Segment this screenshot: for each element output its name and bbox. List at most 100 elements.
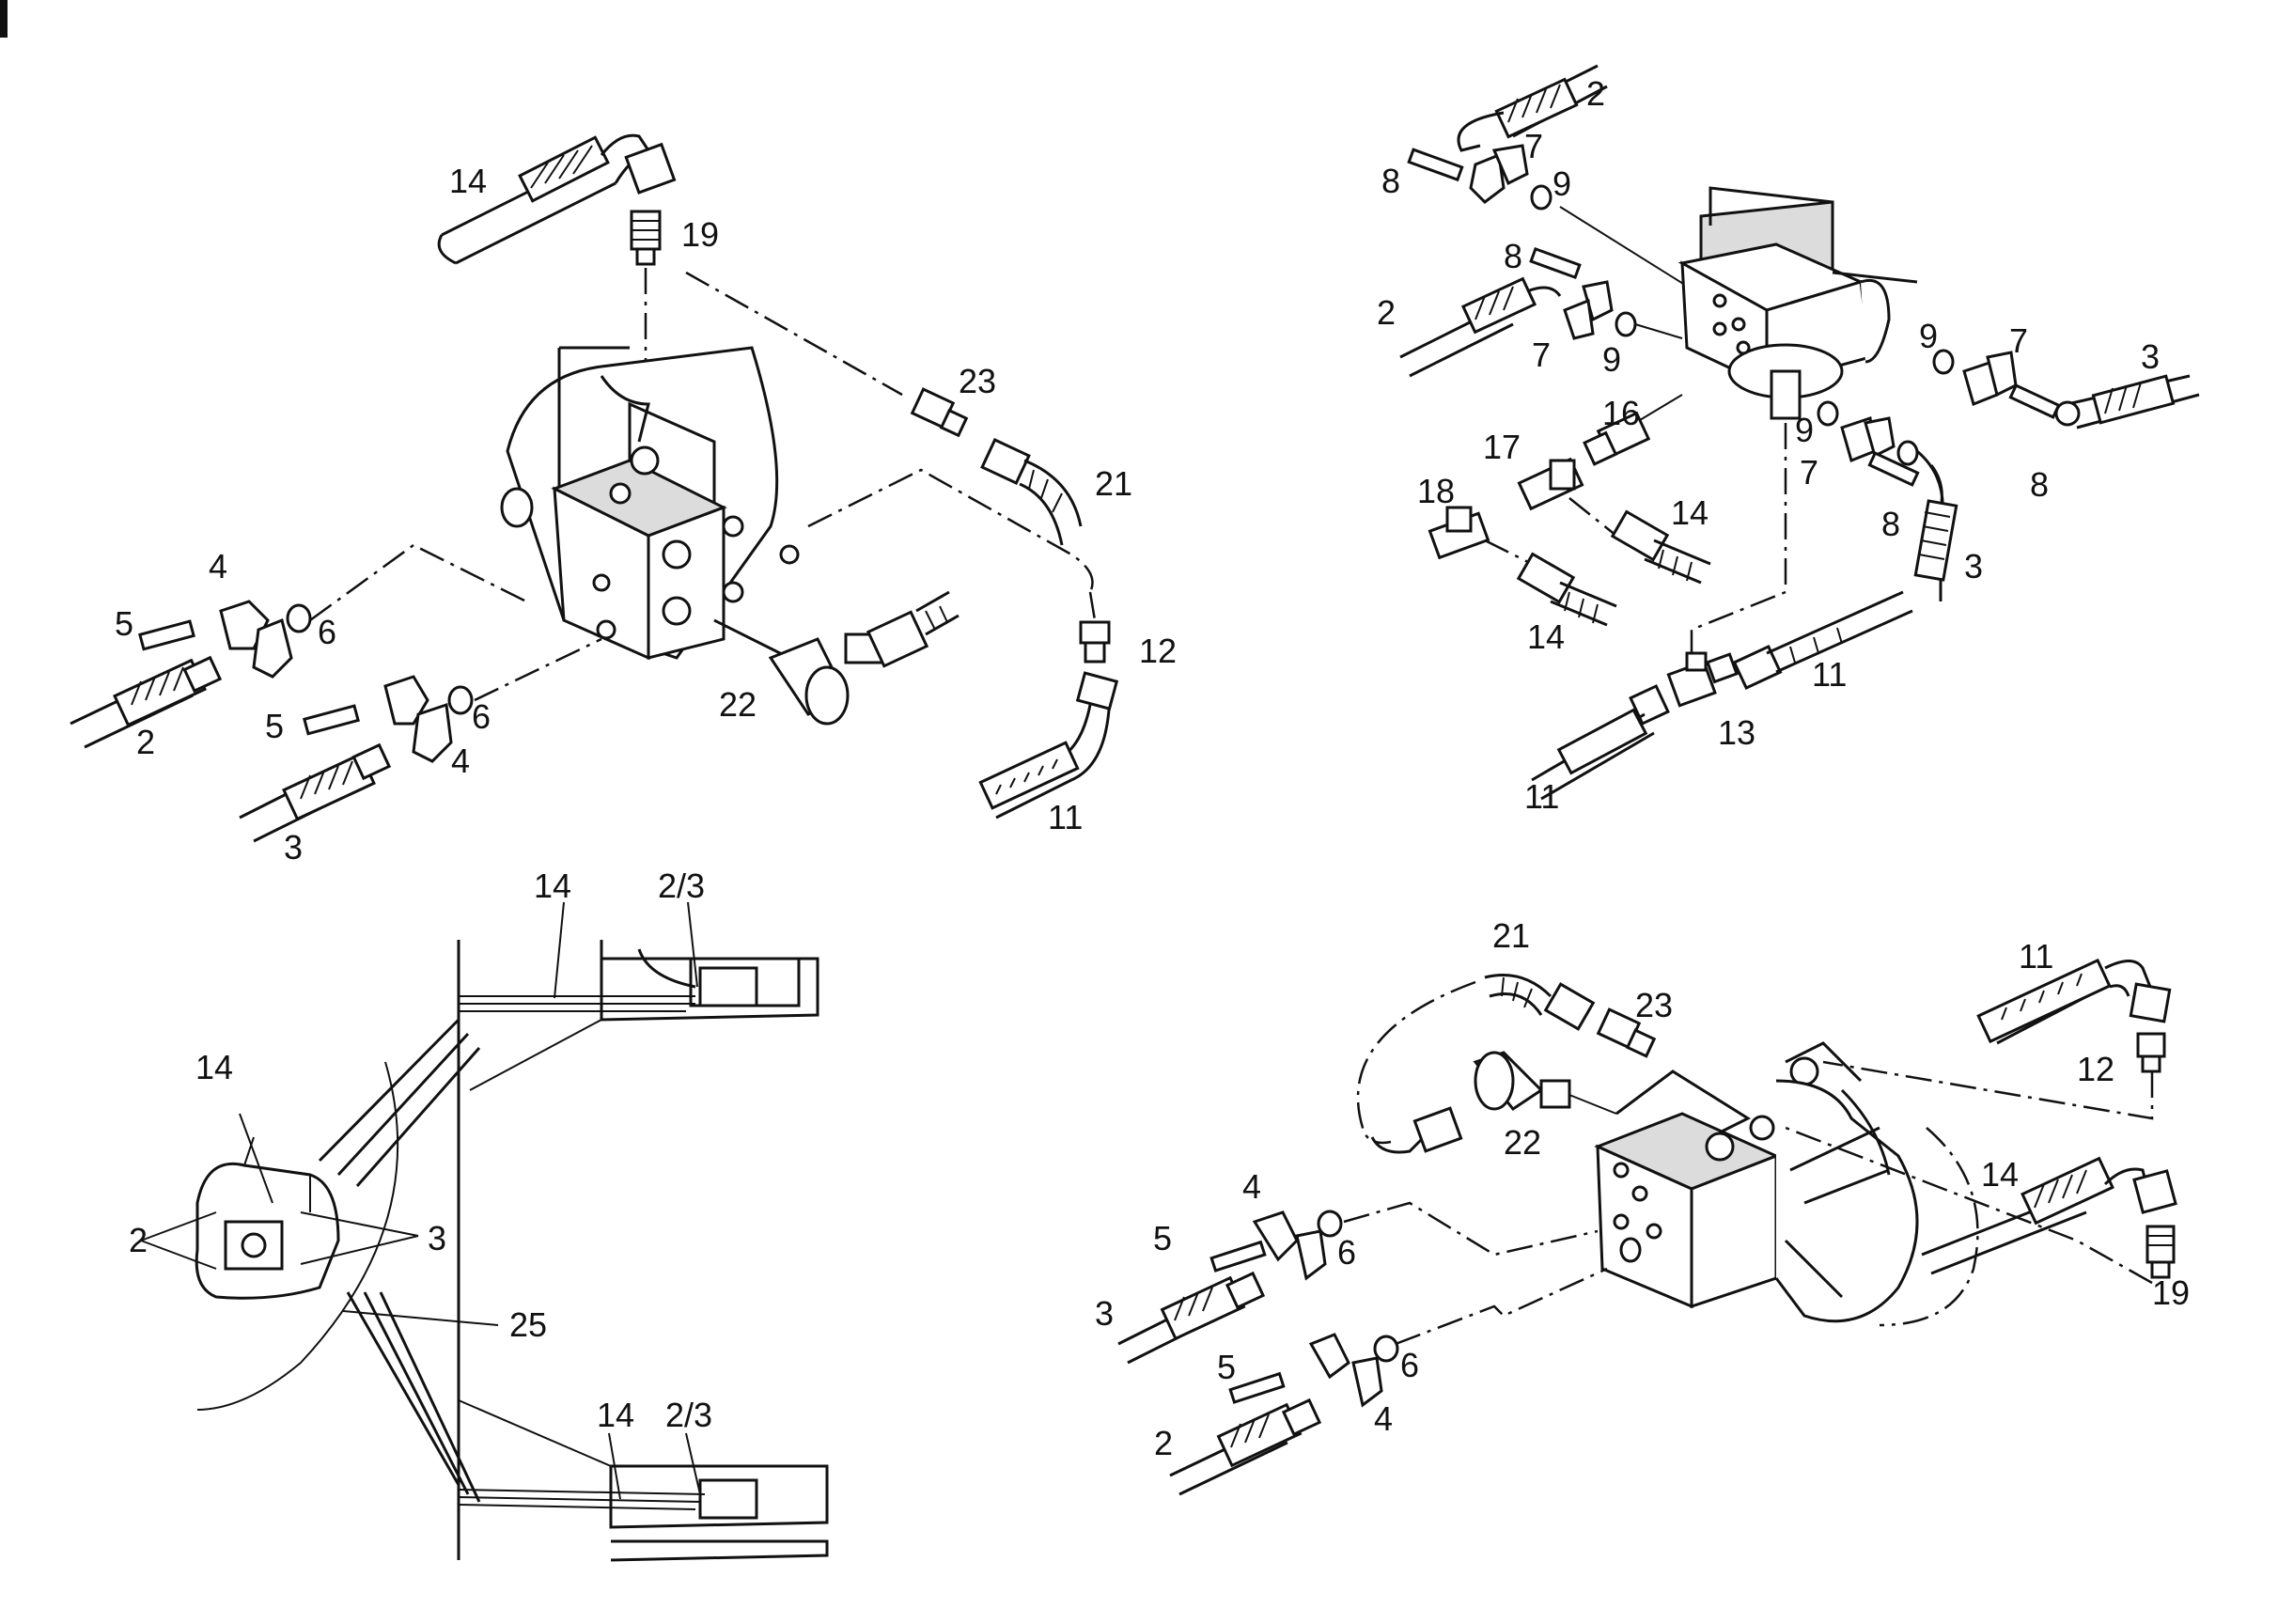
callout-4: 4 — [1242, 1167, 1261, 1206]
callout-12: 12 — [2077, 1050, 2114, 1088]
callout-2: 2 — [1586, 74, 1605, 113]
hose-2-top-right-upper — [1457, 64, 1608, 152]
callout-6: 6 — [318, 613, 336, 651]
callout-2: 2 — [129, 1221, 148, 1259]
callout-5: 5 — [115, 604, 133, 643]
callout-12: 12 — [1139, 632, 1177, 670]
callout-2: 2 — [136, 723, 155, 761]
clamp-set-upper-left — [138, 543, 527, 679]
hose-14-top-right-b — [1516, 552, 1617, 627]
callout-7: 7 — [2009, 321, 2028, 360]
view-bottom-right: 21 23 11 12 22 4 5 6 14 3 19 5 6 2 4 — [1095, 916, 2190, 1496]
clamp-set-lower-left — [303, 637, 602, 763]
callout-14: 14 — [1981, 1155, 2019, 1194]
cylinder-upper — [459, 940, 819, 1091]
callout-9: 9 — [1552, 164, 1571, 203]
view-top-left: 14 19 23 21 4 5 6 2 5 6 4 3 22 12 11 — [70, 133, 1177, 867]
callout-4: 4 — [451, 742, 470, 780]
corner-mark — [0, 0, 8, 38]
callout-9: 9 — [1919, 317, 1938, 355]
callout-5: 5 — [1153, 1219, 1172, 1257]
callout-13: 13 — [1718, 713, 1755, 752]
hose-3-bottom-right — [1117, 1271, 1266, 1365]
callout-7: 7 — [1532, 336, 1551, 374]
callout-22: 22 — [719, 685, 757, 724]
callout-6: 6 — [472, 697, 491, 736]
clamp-set-top-right-2 — [1529, 246, 1683, 340]
callout-14: 14 — [1527, 617, 1565, 656]
callout-8: 8 — [1881, 505, 1900, 543]
hose-2-top-left — [70, 655, 223, 749]
hose-14-assembly — [437, 133, 677, 265]
callout-3: 3 — [1964, 547, 1983, 586]
callout-6: 6 — [1400, 1346, 1419, 1384]
fitting-18 — [1428, 506, 1533, 566]
hose-11-top-right-b — [1531, 684, 1670, 801]
motor-body-top-right — [1677, 186, 1918, 420]
view-bottom-left: 14 2/3 14 2 3 25 14 2/3 — [129, 867, 829, 1562]
callout-2-3: 2/3 — [658, 867, 705, 905]
callout-3: 3 — [428, 1219, 446, 1257]
callout-2: 2 — [1377, 293, 1396, 332]
fitting-12-top-left — [1079, 591, 1111, 664]
hose-11-top-right-a — [1732, 590, 1913, 691]
callout-19: 19 — [681, 215, 719, 254]
fitting-22-bottom-right — [1473, 1051, 1617, 1115]
callout-19: 19 — [2152, 1273, 2190, 1312]
callout-8: 8 — [1504, 237, 1522, 275]
callout-3: 3 — [2141, 337, 2160, 376]
cylinder-lower — [458, 1399, 829, 1562]
fitting-22 — [713, 590, 960, 726]
hose-21 — [980, 438, 1083, 546]
clamp-set-bottom-right-lower — [1228, 1267, 1608, 1408]
callout-18: 18 — [1417, 472, 1455, 510]
callout-3: 3 — [284, 828, 303, 867]
fitting-23-bottom-right — [1596, 1007, 1657, 1058]
clamp-set-bottom-right-upper — [1209, 1201, 1599, 1281]
callout-7: 7 — [1524, 127, 1543, 165]
callout-3: 3 — [1095, 1294, 1114, 1333]
hose-14-top-right-a — [1610, 509, 1711, 585]
hose-2-bottom-right — [1169, 1398, 1322, 1496]
hose-11-bottom-right — [1976, 958, 2172, 1045]
callout-21: 21 — [1492, 916, 1530, 955]
callout-17: 17 — [1483, 428, 1521, 466]
pump-body-top-left — [500, 346, 800, 661]
fitting-12-bottom-right — [1822, 1032, 2166, 1120]
tee-fitting-13 — [1666, 651, 1739, 708]
callout-4: 4 — [209, 547, 227, 586]
callout-14: 14 — [597, 1396, 634, 1434]
detail-circle-arc — [196, 1061, 399, 1411]
motor-body-bottom-right — [1594, 1041, 1979, 1327]
hose-2-top-right-mid — [1399, 276, 1562, 378]
callout-2: 2 — [1154, 1424, 1173, 1462]
callout-21: 21 — [1095, 464, 1132, 503]
hose-21-bottom-right — [1484, 974, 1596, 1031]
callout-8: 8 — [1381, 162, 1400, 200]
valve-block-center — [195, 1136, 340, 1300]
callout-11: 11 — [1524, 777, 1559, 816]
callout-16: 16 — [1602, 394, 1640, 432]
callout-11: 11 — [1812, 655, 1847, 694]
callout-5: 5 — [1217, 1348, 1236, 1386]
hose-3-top-right — [2054, 374, 2200, 429]
callout-5: 5 — [265, 707, 284, 745]
callout-9: 9 — [1795, 411, 1814, 449]
callout-9: 9 — [1602, 340, 1621, 379]
callout-2-3: 2/3 — [665, 1396, 712, 1434]
centerline-shaft — [1690, 423, 1787, 658]
callout-14: 14 — [1671, 493, 1708, 532]
callout-23: 23 — [1635, 986, 1673, 1024]
clamp-set-top-right-1 — [1407, 144, 1552, 211]
callout-14: 14 — [449, 162, 487, 200]
callout-6: 6 — [1337, 1233, 1356, 1272]
callout-7: 7 — [1800, 453, 1818, 492]
callout-25: 25 — [509, 1305, 547, 1344]
clamp-set-top-right-3 — [1932, 349, 2061, 419]
hose-3-top-left — [239, 742, 392, 843]
callout-4: 4 — [1374, 1399, 1393, 1438]
callout-8: 8 — [2030, 465, 2049, 504]
callout-22: 22 — [1504, 1123, 1541, 1162]
callout-11: 11 — [2019, 937, 2053, 976]
callout-14: 14 — [195, 1048, 233, 1086]
